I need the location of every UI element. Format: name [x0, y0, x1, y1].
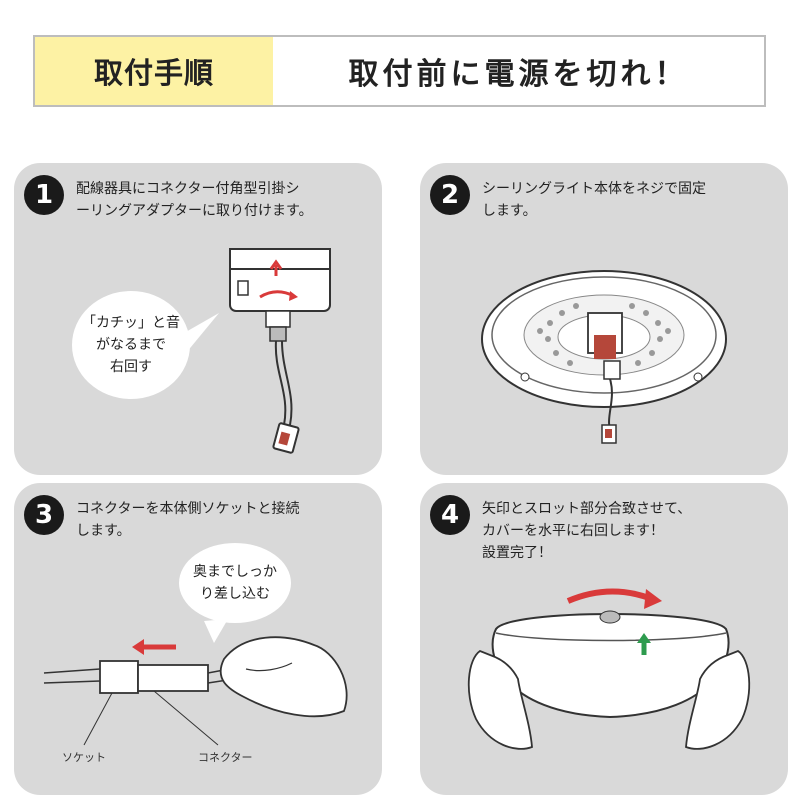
- header-banner: 取付手順 取付前に電源を切れ！: [33, 35, 766, 107]
- adapter-illustration: [184, 248, 331, 454]
- socket-label: ソケット: [62, 751, 106, 764]
- step-1-speech-bubble: 「カチッ」と音 がなるまで 右回す: [72, 291, 190, 399]
- step-1-text: 配線器具にコネクター付角型引掛シ ーリングアダプターに取り付けます。: [76, 181, 313, 219]
- step-3-panel: 3 コネクターを本体側ソケットと接続 します。 奥までしっか り差し込む ソケッ…: [14, 483, 382, 795]
- header-warning-title: 取付前に電源を切れ！: [348, 57, 689, 92]
- connector-label: コネクター: [198, 751, 253, 764]
- step-2-panel: 2 シーリングライト本体をネジで固定 します。: [420, 163, 788, 475]
- header-tag: 取付手順: [35, 37, 273, 105]
- ceiling-light-base-illustration: [481, 270, 727, 444]
- step-2-text: シーリングライト本体をネジで固定 します。: [482, 181, 706, 219]
- step-1-number: 1: [24, 175, 64, 215]
- connector-illustration: [43, 619, 348, 746]
- step-3-number: 3: [24, 495, 64, 535]
- step-3-text: コネクターを本体側ソケットと接続 します。: [76, 501, 300, 539]
- cover-install-illustration: [467, 588, 751, 750]
- step-4-text: 矢印とスロット部分合致させて、 カバーを水平に右回します！ 設置完了！: [482, 501, 692, 561]
- step-2-number: 2: [430, 175, 470, 215]
- red-up-arrow-icon: [269, 259, 283, 276]
- step-4-panel: 4 矢印とスロット部分合致させて、 カバーを水平に右回します！ 設置完了！: [420, 483, 788, 795]
- step-1-panel: 1 配線器具にコネクター付角型引掛シ ーリングアダプターに取り付けます。 「カチ…: [14, 163, 382, 475]
- step-3-speech-bubble: 奥までしっか り差し込む: [179, 543, 291, 623]
- step-4-number: 4: [430, 495, 470, 535]
- red-rotate-arrow-icon: [566, 588, 654, 604]
